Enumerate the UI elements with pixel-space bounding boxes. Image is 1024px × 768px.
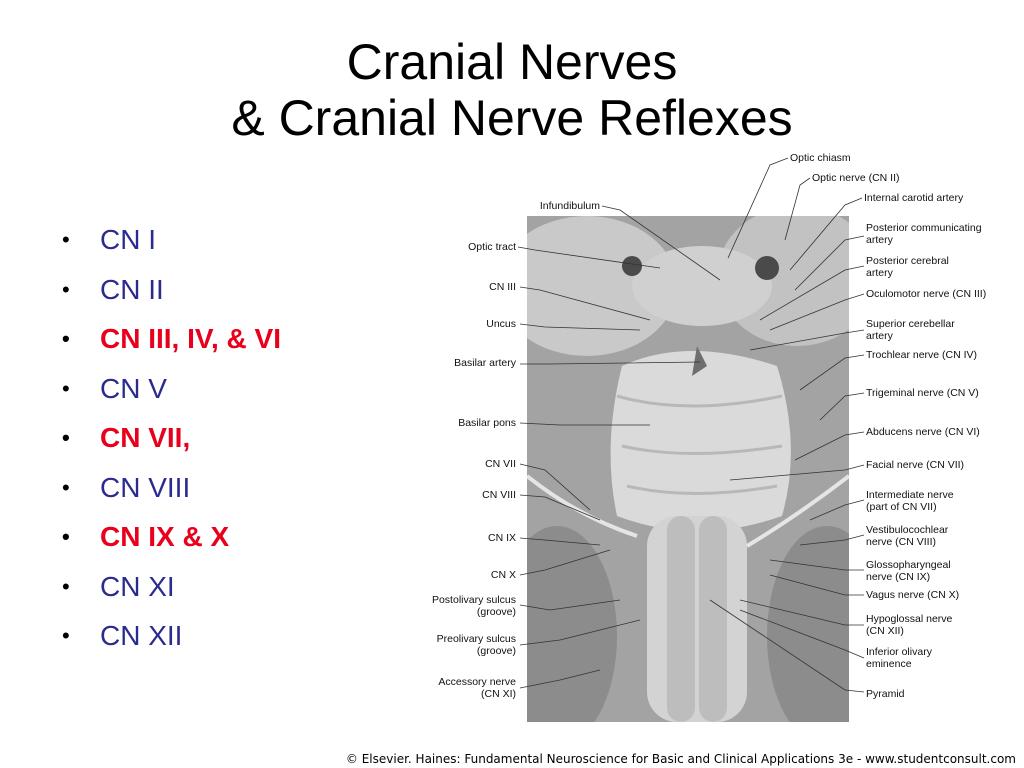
label-facial-nerve: Facial nerve (CN VII) <box>866 459 965 471</box>
label-posterior-cerebral-artery: Posterior cerebral artery <box>866 255 949 279</box>
label-accessory-nerve: Accessory nerve (CN XI) <box>438 676 516 700</box>
bullet-item: CN II <box>62 272 281 322</box>
bullet-item: CN I <box>62 222 281 272</box>
title-line-2: & Cranial Nerve Reflexes <box>231 90 793 146</box>
label-basilar-artery: Basilar artery <box>454 357 516 369</box>
bullet-list: CN I CN II CN III, IV, & VI CN V CN VII,… <box>62 222 281 661</box>
brainstem-illustration <box>527 216 849 722</box>
copyright-credit: © Elsevier. Haines: Fundamental Neurosci… <box>345 752 1016 766</box>
label-optic-chiasm: Optic chiasm <box>790 152 851 164</box>
label-cn-ix: CN IX <box>487 532 516 544</box>
slide-title: Cranial Nerves & Cranial Nerve Reflexes <box>0 34 1024 146</box>
bullet-item: CN VIII <box>62 470 281 520</box>
label-optic-tract: Optic tract <box>468 241 516 253</box>
label-infundibulum: Infundibulum <box>539 200 600 212</box>
brainstem-photo <box>527 216 849 722</box>
label-pyramid: Pyramid <box>866 688 905 700</box>
title-line-1: Cranial Nerves <box>346 34 678 90</box>
label-vagus-nerve: Vagus nerve (CN X) <box>866 589 960 601</box>
label-intermediate-nerve: Intermediate nerve (part of CN VII) <box>866 489 954 513</box>
label-cn-viii: CN VIII <box>482 489 516 501</box>
label-optic-nerve: Optic nerve (CN II) <box>812 172 900 184</box>
bullet-item: CN IX & X <box>62 519 281 569</box>
label-hypoglossal-nerve: Hypoglossal nerve (CN XII) <box>866 613 953 637</box>
label-abducens-nerve: Abducens nerve (CN VI) <box>866 426 980 438</box>
label-cn-iii: CN III <box>489 281 516 293</box>
label-glossopharyngeal-nerve: Glossopharyngeal nerve (CN IX) <box>866 559 951 583</box>
label-cn-vii: CN VII <box>485 458 516 470</box>
bullet-item: CN III, IV, & VI <box>62 321 281 371</box>
label-oculomotor-nerve: Oculomotor nerve (CN III) <box>866 288 987 300</box>
label-vestibulocochlear-nerve: Vestibulocochlear nerve (CN VIII) <box>866 524 949 548</box>
label-preolivary-sulcus: Preolivary sulcus (groove) <box>436 633 516 657</box>
bullet-item: CN VII, <box>62 420 281 470</box>
label-internal-carotid-artery: Internal carotid artery <box>864 192 964 204</box>
label-superior-cerebellar-artery: Superior cerebellar artery <box>866 318 955 342</box>
label-cn-x: CN X <box>490 569 516 581</box>
label-uncus: Uncus <box>486 318 516 330</box>
label-trigeminal-nerve: Trigeminal nerve (CN V) <box>866 387 979 399</box>
label-trochlear-nerve: Trochlear nerve (CN IV) <box>866 349 978 361</box>
label-posterior-communicating-artery: Posterior communicating artery <box>866 222 982 246</box>
label-basilar-pons: Basilar pons <box>458 417 516 429</box>
label-inferior-olivary-eminence: Inferior olivary eminence <box>866 646 932 670</box>
label-postolivary-sulcus: Postolivary sulcus (groove) <box>431 594 516 618</box>
bullet-item: CN V <box>62 371 281 421</box>
bullet-item: CN XI <box>62 569 281 619</box>
bullet-item: CN XII <box>62 618 281 661</box>
